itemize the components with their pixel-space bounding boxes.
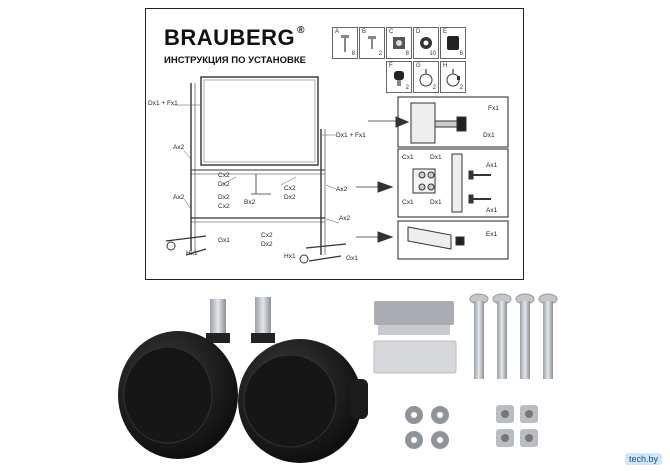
- part-g-box: G 2: [413, 61, 439, 93]
- label-hx1-b: Hx1: [284, 253, 296, 260]
- part-qty: 2: [432, 85, 436, 91]
- label-dx1-fx1: Dx1 + Fx1: [148, 100, 178, 107]
- washer-icon: [405, 406, 449, 449]
- leader-lines: [174, 104, 340, 224]
- part-qty: 8: [351, 51, 355, 57]
- label-dx2-b: Dx2: [284, 194, 296, 201]
- part-letter: H: [443, 63, 448, 69]
- part-qty: 2: [405, 85, 409, 91]
- label-dx2-c: Dx2: [218, 194, 230, 201]
- label-hx1-a: Hx1: [186, 250, 198, 257]
- label-ax1-a: Ax1: [486, 162, 498, 169]
- brand-name: BRAUBERG: [164, 25, 296, 50]
- part-letter: F: [389, 63, 393, 69]
- label-ax2-c: Ax2: [336, 186, 348, 193]
- watermark: tech.by: [624, 453, 662, 465]
- label-cx2-c: Cx2: [218, 203, 230, 210]
- caster-wheel-icon: [118, 331, 368, 463]
- label-dx1-fx1-b: Dx1 + Fx1: [336, 132, 366, 139]
- bolt-icon: [341, 35, 349, 52]
- part-letter: D: [416, 29, 421, 35]
- part-b-box: B 2: [359, 27, 385, 59]
- label-cx2-b: Cx2: [284, 185, 296, 192]
- part-qty: 2: [459, 85, 463, 91]
- caster-icon: [419, 69, 433, 87]
- label-gx1-a: Gx1: [218, 237, 230, 244]
- parts-photo: [118, 293, 558, 463]
- part-qty: 10: [429, 51, 436, 57]
- label-gx1-b: Gx1: [346, 255, 358, 262]
- part-e-box: E 6: [440, 27, 466, 59]
- label-fx1: Fx1: [488, 105, 499, 112]
- washer-icon: [420, 37, 432, 49]
- knob-icon: [394, 71, 404, 86]
- locking-caster-icon: [446, 69, 460, 87]
- easel-drawing: [165, 76, 347, 264]
- label-dx1-right: Dx1: [483, 132, 495, 139]
- label-cx1-b: Cx1: [402, 199, 414, 206]
- part-qty: 6: [459, 51, 463, 57]
- end-cap-icon: [373, 301, 457, 374]
- label-ax2-b: Ax2: [173, 194, 185, 201]
- label-dx2-d: Dx2: [261, 241, 273, 248]
- part-c-box: C 8: [386, 27, 412, 59]
- page-title: ИНСТРУКЦИЯ ПО УСТАНОВКЕ: [164, 55, 306, 66]
- part-letter: B: [362, 29, 367, 35]
- label-cx2-a: Cx2: [218, 172, 230, 179]
- label-bx2: Bx2: [244, 199, 256, 206]
- part-letter: G: [416, 63, 421, 69]
- label-dx1-a: Dx1: [430, 154, 442, 161]
- part-letter: E: [443, 29, 448, 35]
- label-dx1-b: Dx1: [430, 199, 442, 206]
- assembly-diagram: [165, 76, 509, 264]
- end-cap-icon: [447, 36, 459, 50]
- detail-knob: [368, 102, 467, 144]
- label-cx2-d: Cx2: [261, 232, 273, 239]
- label-ax1-b: Ax1: [486, 207, 498, 214]
- detail-bolts: [356, 153, 491, 213]
- part-d-box: D 10: [413, 27, 439, 59]
- brand-logo: BRAUBERG®: [164, 25, 305, 51]
- label-ax2-d: Ax2: [339, 215, 351, 222]
- label-ex1: Ex1: [486, 231, 498, 238]
- instruction-sheet: BRAUBERG® ИНСТРУКЦИЯ ПО УСТАНОВКЕ A 8 B …: [145, 8, 524, 280]
- part-letter: A: [335, 29, 340, 35]
- label-cx1-a: Cx1: [402, 154, 414, 161]
- nut-icon: [393, 37, 405, 49]
- caster-stem-icon: [206, 297, 275, 343]
- nut-icon: [496, 405, 538, 447]
- part-letter: C: [389, 29, 394, 35]
- label-dx2-a: Dx2: [218, 181, 230, 188]
- part-qty: 8: [405, 51, 409, 57]
- part-qty: 2: [378, 51, 382, 57]
- part-f-box: F 2: [386, 61, 412, 93]
- part-a-box: A 8: [332, 27, 358, 59]
- label-ax2-a: Ax2: [173, 144, 185, 151]
- part-h-box: H 2: [440, 61, 466, 93]
- bolt-icon: [469, 293, 558, 379]
- detail-endcap: [356, 226, 465, 250]
- registered-mark: ®: [297, 25, 305, 36]
- screw-icon: [368, 36, 376, 49]
